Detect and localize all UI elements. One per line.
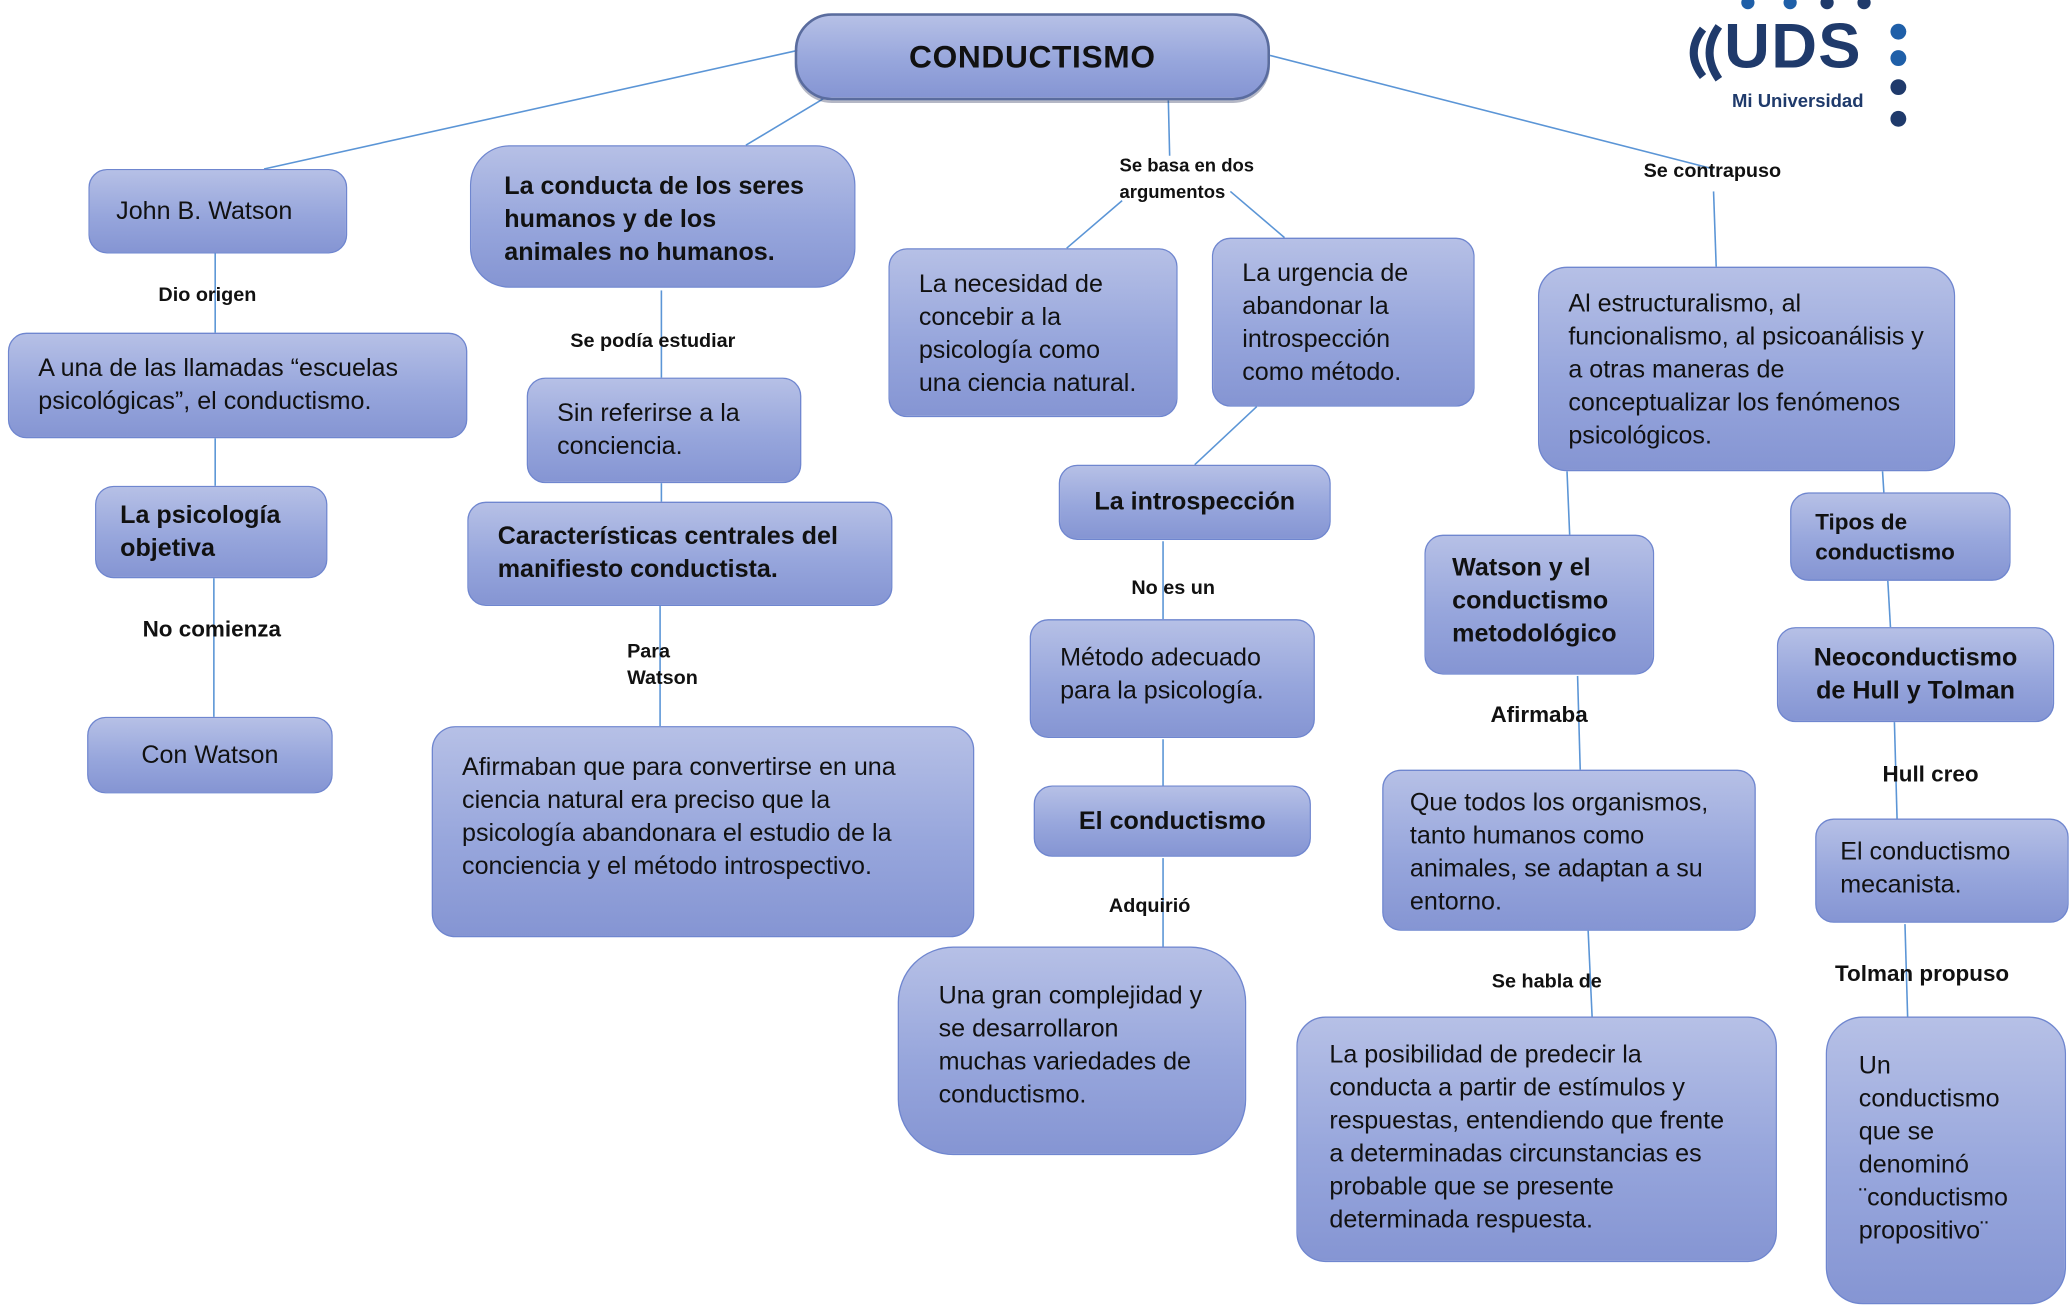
uds-logo-icon: [1689, 0, 1907, 127]
logo-text: UDS: [1724, 11, 1862, 82]
node-complexity: Una gran complejidad y se desarrollaron …: [897, 946, 1247, 1156]
node-objective-psych: La psicología objetiva: [95, 485, 328, 579]
node-purposive: Un conductismo que se denominó ¨conducti…: [1825, 1016, 2067, 1305]
node-organisms: Que todos los organismos, tanto humanos …: [1382, 769, 1756, 931]
label-afirmaba: Afirmaba: [1490, 702, 1588, 728]
node-behaviorism: El conductismo: [1033, 785, 1311, 857]
node-natural-science: Afirmaban que para convertirse en una ci…: [431, 726, 975, 938]
node-types: Tipos de conductismo: [1790, 492, 2011, 581]
label-para-watson: Para Watson: [627, 640, 698, 690]
label-se-habla: Se habla de: [1491, 970, 1602, 993]
node-methodological: Watson y el conductismo metodológico: [1424, 534, 1655, 675]
label-hull-creo: Hull creo: [1882, 761, 1979, 787]
node-neo: Neoconductismo de Hull y Tolman: [1776, 627, 2055, 723]
label-se-podia: Se podía estudiar: [570, 330, 736, 353]
node-no-conscience: Sin referirse a la conciencia.: [526, 377, 802, 484]
node-mechanist: El conductismo mecanista.: [1815, 818, 2069, 923]
title-node: CONDUCTISMO: [794, 13, 1270, 101]
node-adequate-method: Método adecuado para la psicología.: [1029, 619, 1315, 738]
label-no-comienza: No comienza: [142, 616, 282, 642]
label-adquirio: Adquirió: [1108, 895, 1191, 918]
node-prediction: La posibilidad de predecir la conducta a…: [1296, 1016, 1777, 1263]
label-tolman-propuso: Tolman propuso: [1835, 961, 2010, 987]
node-john-watson: John B. Watson: [88, 168, 348, 254]
label-se-basa: Se basa en dos argumentos: [1119, 154, 1255, 202]
logo-subtitle: Mi Universidad: [1732, 89, 1864, 111]
node-manifesto: Características centrales del manifiesto…: [467, 501, 893, 606]
node-behavior-beings: La conducta de los seres humanos y de lo…: [469, 145, 856, 288]
node-with-watson: Con Watson: [87, 716, 333, 794]
uds-logo: UDS Mi Universidad: [1679, 0, 1930, 132]
node-structuralism: Al estructuralismo, al funcionalismo, al…: [1537, 266, 1956, 472]
node-origin-text: A una de las llamadas “escuelas psicológ…: [7, 332, 468, 439]
node-need-science: La necesidad de concebir a la psicología…: [888, 248, 1178, 418]
label-dio-origen: Dio origen: [158, 283, 257, 307]
label-se-contrapuso: Se contrapuso: [1643, 159, 1782, 183]
node-introspection: La introspección: [1058, 464, 1331, 540]
label-no-es-un: No es un: [1131, 576, 1215, 600]
node-urgency: La urgencia de abandonar la introspecció…: [1211, 237, 1475, 407]
